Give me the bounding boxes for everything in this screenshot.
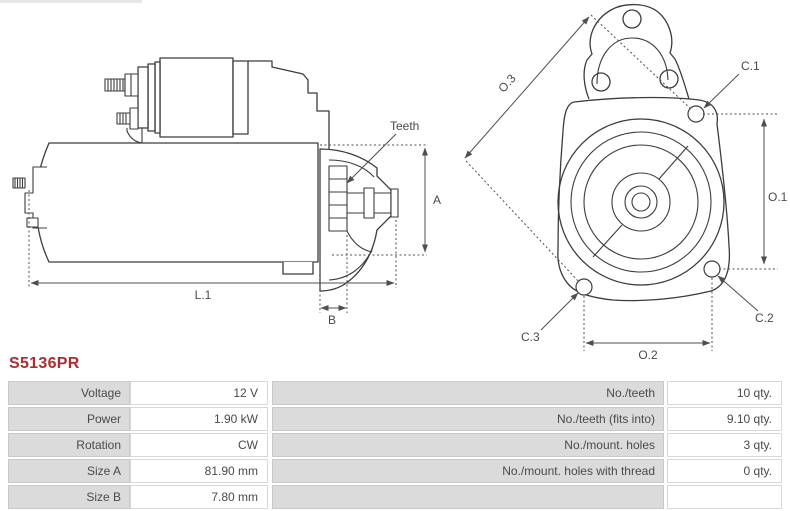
top-bell [583, 3, 690, 100]
pinion-gear [328, 165, 348, 232]
rear-bracket [12, 166, 47, 229]
dim-b-label: B [328, 313, 336, 327]
dim-o3-label: O.3 [495, 71, 519, 95]
table-row: Voltage 12 V No./teeth 10 qty. [8, 381, 782, 405]
spec-value-power: 1.90 kW [130, 407, 268, 431]
spec-label-mount-holes-thread: No./mount. holes with thread [272, 459, 664, 483]
table-row: Rotation CW No./mount. holes 3 qty. [8, 433, 782, 457]
flange-circles [557, 118, 725, 286]
output-shaft [347, 187, 399, 219]
dim-c2-label: C.2 [755, 311, 774, 325]
housing-bridge [248, 60, 330, 150]
spec-label-rotation: Rotation [8, 433, 130, 457]
spec-value-mount-holes: 3 qty. [667, 433, 782, 457]
spec-value-voltage: 12 V [130, 381, 268, 405]
spec-value-rotation: CW [130, 433, 268, 457]
spec-value-mount-holes-thread: 0 qty. [667, 459, 782, 483]
solenoid [126, 57, 249, 144]
spec-value-teeth-fits-into: 9.10 qty. [667, 407, 782, 431]
dim-l1-label: L.1 [195, 288, 212, 302]
spec-label-mount-holes: No./mount. holes [272, 433, 664, 457]
teeth-label: Teeth [390, 119, 419, 133]
dim-c3-label: C.3 [521, 330, 540, 344]
spec-value-size-a: 81.90 mm [130, 459, 268, 483]
spec-label-power: Power [8, 407, 130, 431]
motor-body [35, 142, 319, 263]
side-view-dimensions [28, 133, 428, 313]
table-row: Size A 81.90 mm No./mount. holes with th… [8, 459, 782, 483]
dim-a-label: A [433, 193, 441, 207]
dim-o2-label: O.2 [638, 348, 658, 362]
table-row: Size B 7.80 mm [8, 485, 782, 509]
corner-artifact [0, 0, 142, 3]
body-foot [282, 262, 314, 275]
front-view-drawing [557, 3, 731, 302]
front-view-dimensions [464, 14, 778, 351]
spec-value-empty [667, 485, 782, 509]
spec-value-teeth: 10 qty. [667, 381, 782, 405]
spec-table: Voltage 12 V No./teeth 10 qty. Power 1.9… [8, 381, 782, 511]
spec-label-teeth: No./teeth [272, 381, 664, 405]
mounting-holes [575, 105, 721, 296]
side-view-drawing [12, 57, 399, 292]
part-number: S5136PR [9, 355, 80, 372]
dim-c1-label: C.1 [741, 59, 760, 73]
spec-label-size-b: Size B [8, 485, 130, 509]
technical-drawing: Teeth A L.1 B [12, 3, 788, 362]
terminal-studs [104, 73, 139, 130]
spec-label-voltage: Voltage [8, 381, 130, 405]
spec-label-empty [272, 485, 664, 509]
spec-value-size-b: 7.80 mm [130, 485, 268, 509]
spec-label-size-a: Size A [8, 459, 130, 483]
spec-label-teeth-fits-into: No./teeth (fits into) [272, 407, 664, 431]
table-row: Power 1.90 kW No./teeth (fits into) 9.10… [8, 407, 782, 431]
dim-o1-label: O.1 [768, 190, 788, 204]
